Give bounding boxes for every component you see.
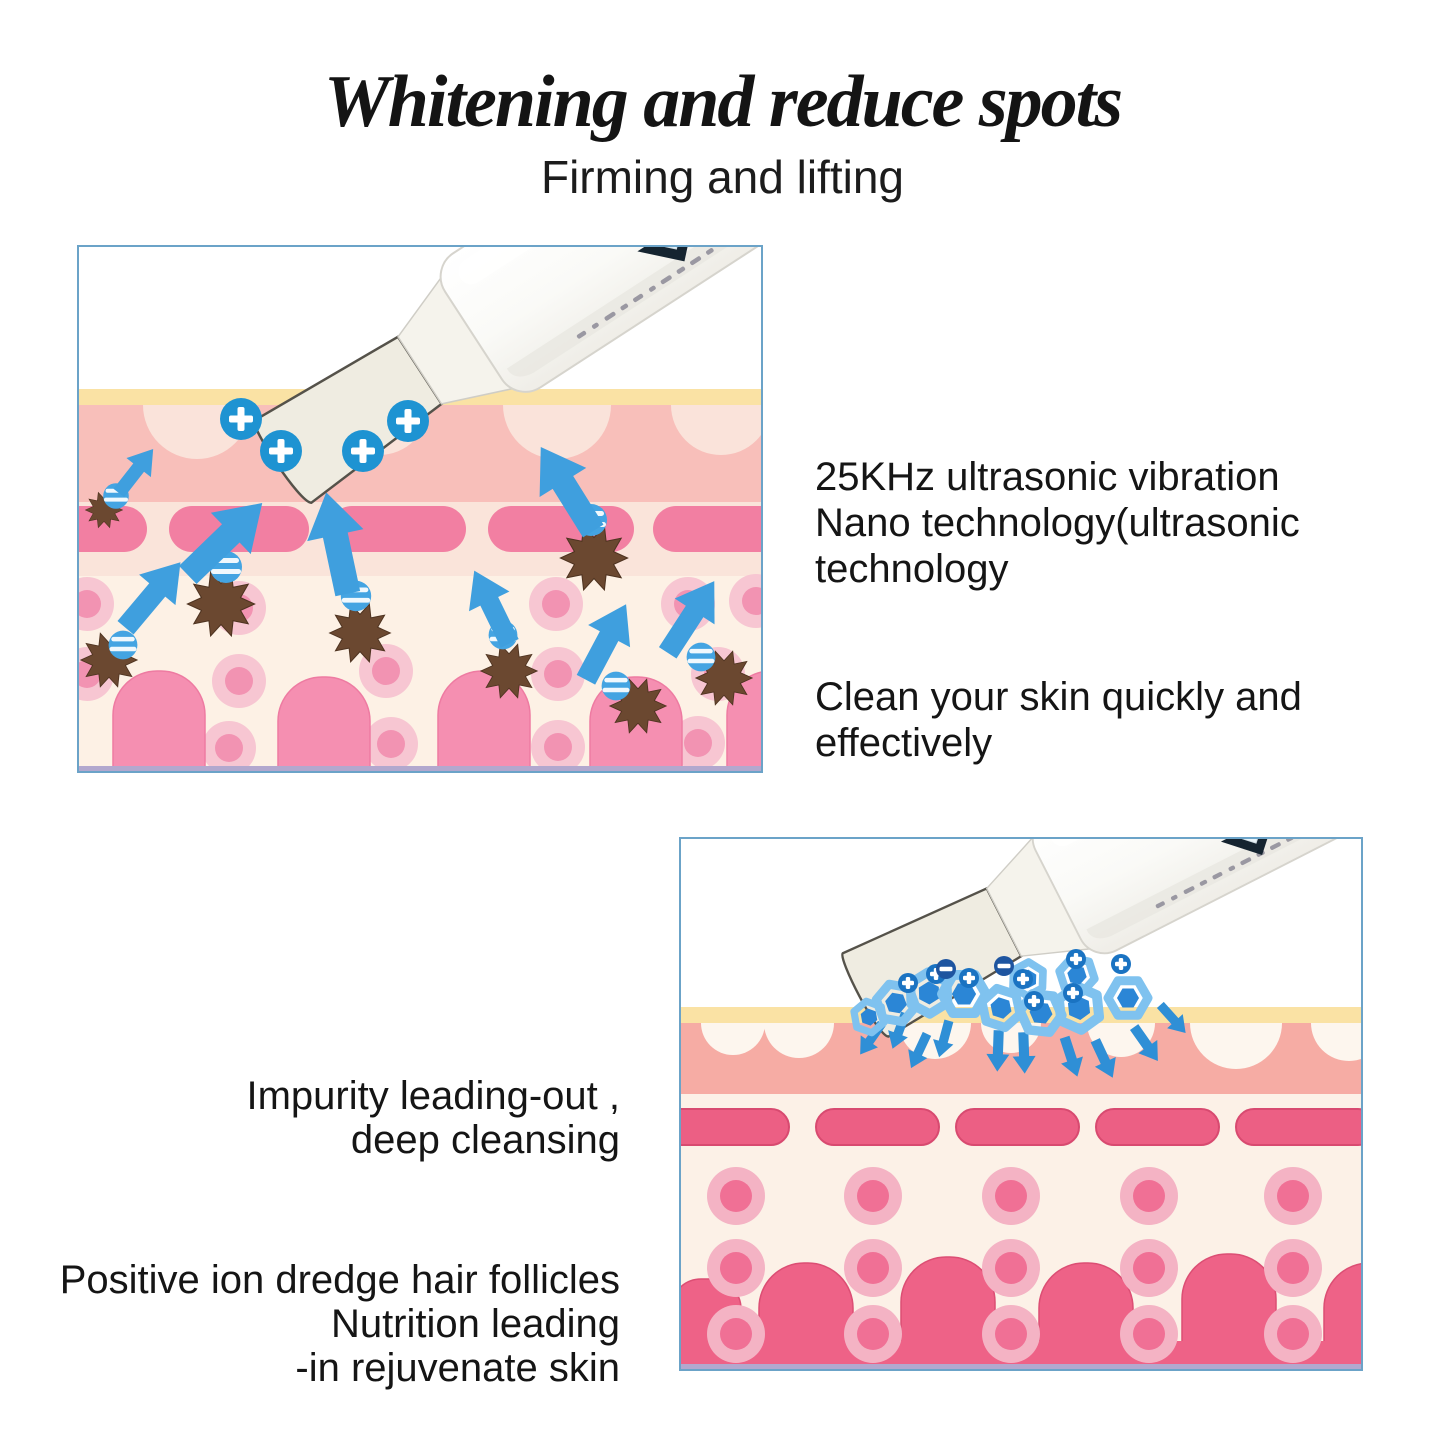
annotation-right: 25KHz ultrasonic vibration Nano technolo…: [815, 408, 1335, 812]
page-title: Whitening and reduce spots: [323, 61, 1123, 143]
annotation-left-line1: Impurity leading-out , deep cleansing: [246, 1074, 620, 1162]
annotation-right-line2: Clean your skin quickly and effectively: [815, 675, 1302, 765]
annotation-left: Impurity leading-out , deep cleansing Po…: [28, 1030, 620, 1434]
page-subtitle: Firming and lifting: [540, 151, 905, 203]
annotation-left-line2: Positive ion dredge hair follicles Nutri…: [59, 1258, 620, 1390]
dermis-cells-2: [707, 1167, 1322, 1363]
collagen-pills-2: [681, 1108, 1361, 1146]
skin-cross-section-2: [681, 839, 1361, 1369]
skin-cross-section-1: [79, 247, 761, 771]
illustration-impurity-extraction: [77, 245, 763, 773]
annotation-right-line1: 25KHz ultrasonic vibration Nano technolo…: [815, 455, 1300, 591]
illustration-nutrition-import: [679, 837, 1363, 1371]
skin-layers-2: [681, 839, 1361, 1369]
